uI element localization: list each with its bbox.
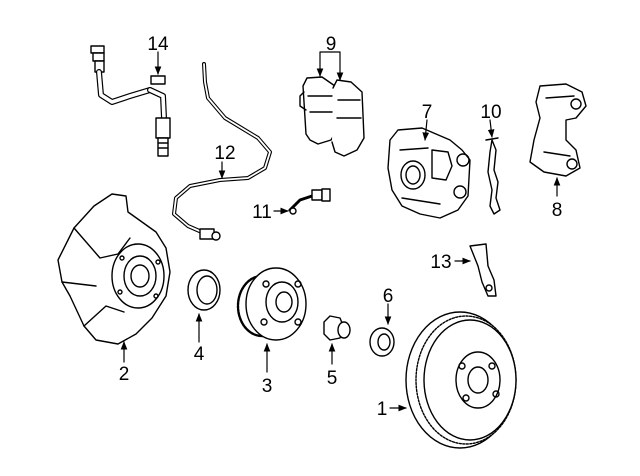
callout-14: 14 — [147, 34, 169, 55]
callout-12: 12 — [214, 143, 235, 164]
anti-rattle-clip-part — [485, 137, 501, 215]
callout-1: 1 — [377, 399, 388, 420]
caliper-bracket-part — [529, 83, 587, 177]
brake-rotor-part — [405, 311, 517, 449]
splash-shield-part — [57, 193, 171, 345]
callout-11: 11 — [252, 202, 272, 223]
dust-cap-part — [369, 327, 395, 357]
sensor-wire-part — [172, 62, 272, 241]
callout-6: 6 — [383, 286, 394, 307]
callout-7: 7 — [422, 102, 433, 123]
callout-4: 4 — [194, 344, 205, 365]
hub-nut-part — [323, 315, 351, 341]
callout-labels: 14 9 7 10 12 8 11 13 6 4 2 5 3 1 — [119, 34, 563, 420]
callout-2: 2 — [119, 364, 130, 385]
hub-part — [236, 267, 307, 341]
callout-5: 5 — [327, 368, 338, 389]
callout-10: 10 — [480, 102, 501, 123]
caliper-part — [387, 127, 471, 219]
callout-13: 13 — [430, 252, 451, 273]
seal-part — [187, 269, 221, 311]
brake-pads-part — [299, 76, 365, 157]
callout-3: 3 — [262, 376, 273, 397]
brake-hose-part — [90, 45, 171, 157]
mounting-bracket-part — [469, 243, 497, 297]
callout-9: 9 — [326, 34, 337, 55]
callout-8: 8 — [552, 200, 563, 221]
wear-sensor-part — [288, 188, 331, 215]
leader-lines — [120, 51, 561, 412]
